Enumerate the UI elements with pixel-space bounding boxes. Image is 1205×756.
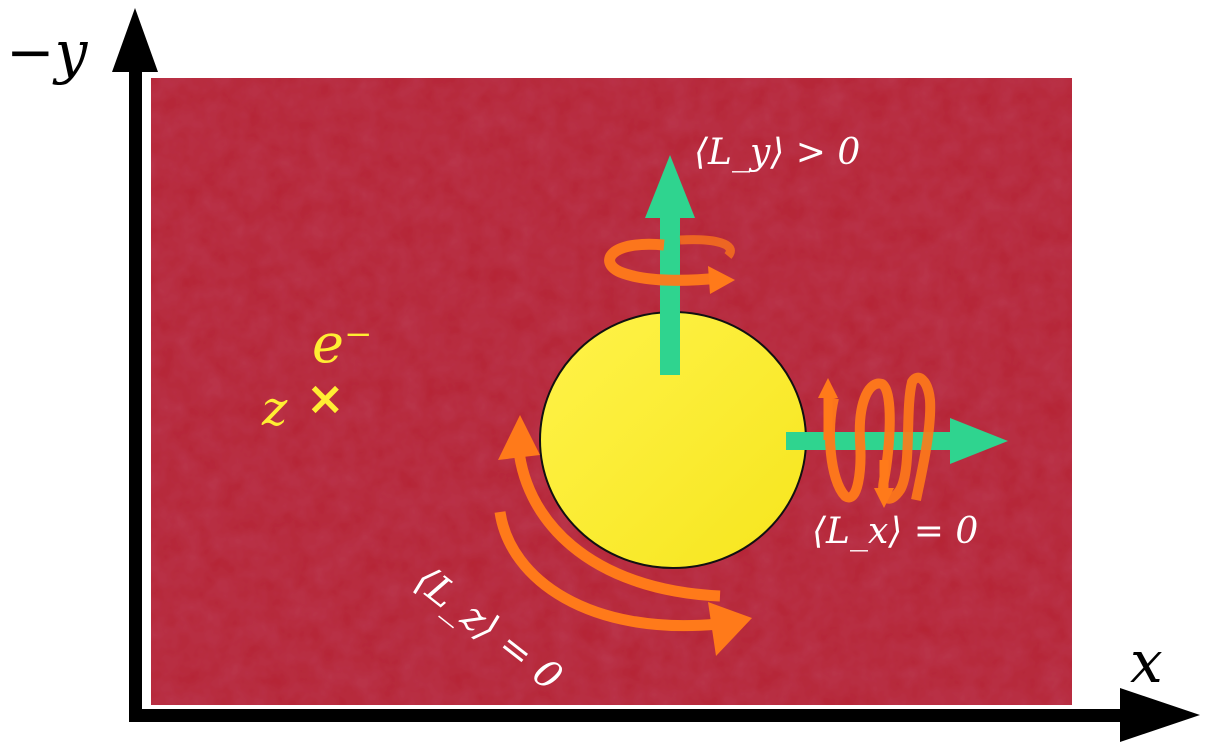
z-axis-label: z bbox=[261, 381, 288, 437]
lx-helix bbox=[818, 372, 936, 508]
y-axis-label: −y bbox=[6, 18, 89, 86]
axes: −y x bbox=[6, 8, 1200, 742]
lx-label: ⟨L_x⟩ = 0 bbox=[812, 511, 978, 552]
y-axis-line bbox=[129, 60, 142, 716]
ly-rotation-ring bbox=[604, 235, 735, 294]
electron-label: e⁻ bbox=[312, 312, 372, 375]
y-axis-arrowhead bbox=[112, 8, 158, 72]
x-axis-line bbox=[129, 709, 1139, 722]
x-axis-arrowhead bbox=[1120, 688, 1200, 742]
cross-icon: × bbox=[306, 371, 345, 425]
ly-label: ⟨L_y⟩ > 0 bbox=[694, 132, 860, 173]
lz-rotation-arrows bbox=[494, 415, 752, 656]
ly-arrow bbox=[645, 155, 695, 375]
x-axis-label: x bbox=[1130, 628, 1163, 696]
